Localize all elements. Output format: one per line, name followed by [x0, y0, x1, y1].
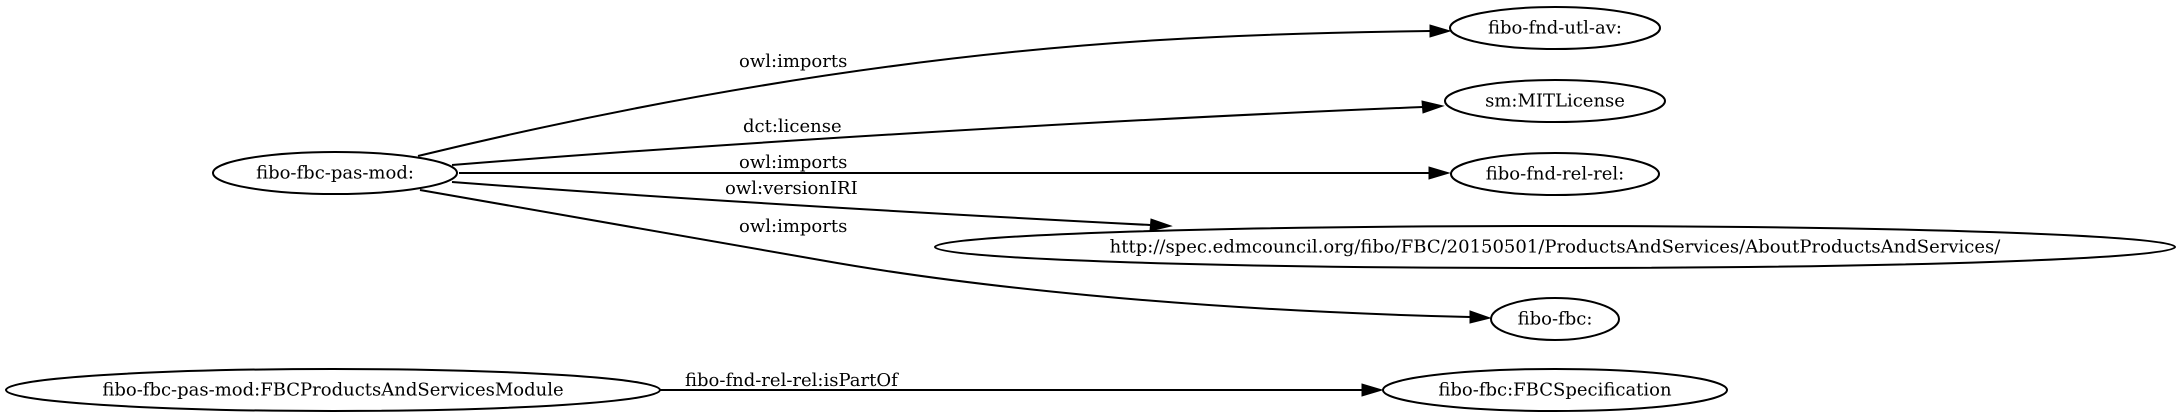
node-mit-license[interactable]: sm:MITLicense [1444, 79, 1666, 123]
node-ellipse [1450, 152, 1660, 196]
node-label: fibo-fbc-pas-mod:FBCProductsAndServicesM… [102, 380, 563, 401]
arrowhead [1361, 383, 1384, 397]
node-ellipse [1444, 79, 1666, 123]
node-label: fibo-fnd-utl-av: [1488, 18, 1622, 39]
node-ellipse [212, 151, 458, 195]
edge-is-part-of: fibo-fnd-rel-rel:isPartOf [660, 370, 1384, 397]
edge-imports-fbc: owl:imports [419, 189, 1492, 324]
arrowhead [1421, 100, 1445, 114]
edge-label: owl:imports [739, 152, 847, 173]
arrowhead [1469, 310, 1492, 324]
node-pas-mod[interactable]: fibo-fbc-pas-mod: [212, 151, 458, 195]
node-label: fibo-fnd-rel-rel: [1486, 164, 1624, 185]
node-label: http://spec.edmcouncil.org/fibo/FBC/2015… [1110, 237, 2002, 258]
edge-line [451, 181, 1151, 226]
node-ellipse [934, 225, 2176, 269]
edge-version-iri: owl:versionIRI [451, 178, 1173, 232]
node-fbc[interactable]: fibo-fbc: [1490, 297, 1620, 341]
arrowhead [1428, 166, 1451, 180]
edge-license: dct:license [451, 100, 1445, 166]
edge-label: owl:imports [739, 51, 847, 72]
node-module[interactable]: fibo-fbc-pas-mod:FBCProductsAndServicesM… [5, 368, 661, 412]
edge-label: owl:versionIRI [725, 178, 858, 199]
edge-label: fibo-fnd-rel-rel:isPartOf [685, 370, 899, 391]
edge-label: dct:license [743, 116, 842, 137]
edge-line [451, 106, 1424, 166]
node-utl-av[interactable]: fibo-fnd-utl-av: [1449, 6, 1661, 50]
edge-line [417, 30, 1431, 157]
node-fbc-spec[interactable]: fibo-fbc:FBCSpecification [1382, 368, 1728, 412]
edge-imports-rel-rel: owl:imports [459, 152, 1451, 180]
arrowhead [1149, 218, 1173, 232]
node-rel-rel[interactable]: fibo-fnd-rel-rel: [1450, 152, 1660, 196]
node-ellipse [1449, 6, 1661, 50]
node-ellipse [1490, 297, 1620, 341]
edge-label: owl:imports [739, 216, 847, 237]
node-ellipse [5, 368, 661, 412]
edge-line [419, 189, 1471, 318]
edge-imports-utl-av: owl:imports [417, 24, 1452, 157]
node-label: fibo-fbc-pas-mod: [256, 163, 414, 184]
node-ellipse [1382, 368, 1728, 412]
arrowhead [1429, 24, 1452, 38]
node-version-iri[interactable]: http://spec.edmcouncil.org/fibo/FBC/2015… [934, 225, 2176, 269]
node-label: sm:MITLicense [1485, 91, 1625, 112]
node-label: fibo-fbc:FBCSpecification [1438, 380, 1672, 401]
node-label: fibo-fbc: [1518, 309, 1593, 330]
